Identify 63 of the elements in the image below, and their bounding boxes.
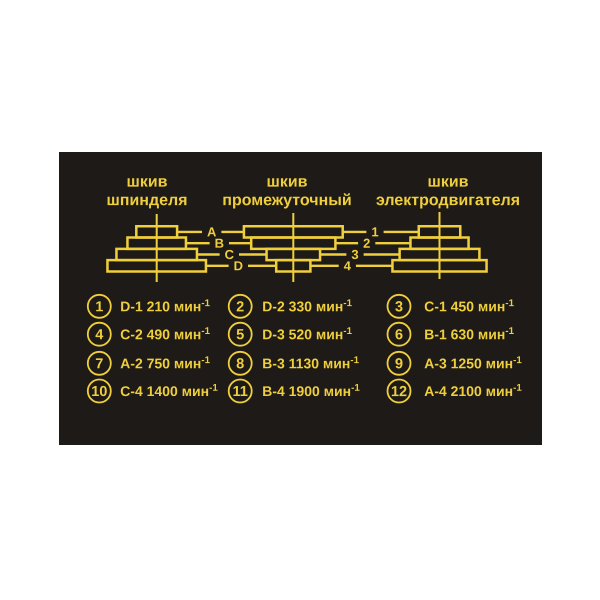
speed-text: A-2 750 мин$^{-1}$ xyxy=(120,356,210,368)
step-label: 3 xyxy=(352,250,358,260)
leader-line xyxy=(310,264,339,267)
speed-text: D-1 210 мин$^{-1}$ xyxy=(121,299,210,312)
pulley-step xyxy=(115,248,198,262)
heading: шкив электродвигателя xyxy=(376,178,519,208)
step-label: 4 xyxy=(344,261,351,270)
leader-line xyxy=(177,230,202,234)
circled-number: 10 xyxy=(86,378,112,404)
step-label: D xyxy=(234,261,242,270)
leader-line xyxy=(356,264,392,267)
leader-line xyxy=(196,253,220,256)
heading: шкив шпинделя xyxy=(108,178,186,208)
leader-line xyxy=(335,242,358,244)
circled-number: 3 xyxy=(386,294,412,319)
leader-line xyxy=(239,253,267,256)
pulley-step xyxy=(391,258,488,273)
pulley-step xyxy=(418,225,462,239)
circled-number: 2 xyxy=(228,294,253,319)
pulley-step xyxy=(265,248,322,262)
step-label: B xyxy=(215,238,224,248)
circled-number: 6 xyxy=(386,322,412,347)
speed-text: C-4 1400 мин$^{-1}$ xyxy=(120,384,218,396)
speed-text: B-1 630 мин$^{-1}$ xyxy=(425,327,514,340)
pulley-step xyxy=(242,225,344,239)
leader-line xyxy=(248,264,276,267)
leader-line xyxy=(229,242,252,244)
step-label: A xyxy=(207,227,216,236)
pulley-step xyxy=(398,248,481,262)
pulley-step xyxy=(106,258,208,273)
leader-line xyxy=(221,230,244,234)
speed-text: C-2 490 мин$^{-1}$ xyxy=(120,327,210,340)
circled-number: 5 xyxy=(228,322,253,347)
leader-line xyxy=(186,242,210,244)
step-label: 2 xyxy=(364,238,370,248)
circled-number: 11 xyxy=(228,378,253,404)
speed-text: D-2 330 мин$^{-1}$ xyxy=(263,299,352,312)
heading: шкив промежуточный xyxy=(223,178,351,208)
speed-text: C-1 450 мин$^{-1}$ xyxy=(424,299,514,312)
pulley-step xyxy=(409,236,470,250)
speed-text: A-3 1250 мин$^{-1}$ xyxy=(424,356,522,368)
step-label: 1 xyxy=(372,227,378,236)
circled-number: 9 xyxy=(386,350,412,376)
speed-text: B-3 1130 мин$^{-1}$ xyxy=(263,356,359,368)
leader-line xyxy=(364,253,400,256)
speed-text: D-3 520 мин$^{-1}$ xyxy=(263,327,352,340)
pulley-step xyxy=(126,236,188,250)
pulley-step xyxy=(135,225,178,239)
circled-number: 1 xyxy=(86,294,112,319)
leader-line xyxy=(384,230,419,234)
leader-line xyxy=(375,242,410,244)
circled-number: 8 xyxy=(228,350,253,376)
circled-number: 7 xyxy=(86,350,112,376)
speed-text: A-4 2100 мин$^{-1}$ xyxy=(424,384,522,396)
circled-number: 4 xyxy=(86,322,112,347)
leader-line xyxy=(342,230,366,234)
leader-line xyxy=(320,253,346,256)
speed-text: B-4 1900 мин$^{-1}$ xyxy=(263,384,360,396)
step-label: C xyxy=(225,250,234,260)
leader-line xyxy=(206,264,229,267)
circled-number: 12 xyxy=(386,378,412,404)
pulley-step xyxy=(274,258,312,273)
pulley-step xyxy=(250,236,337,250)
